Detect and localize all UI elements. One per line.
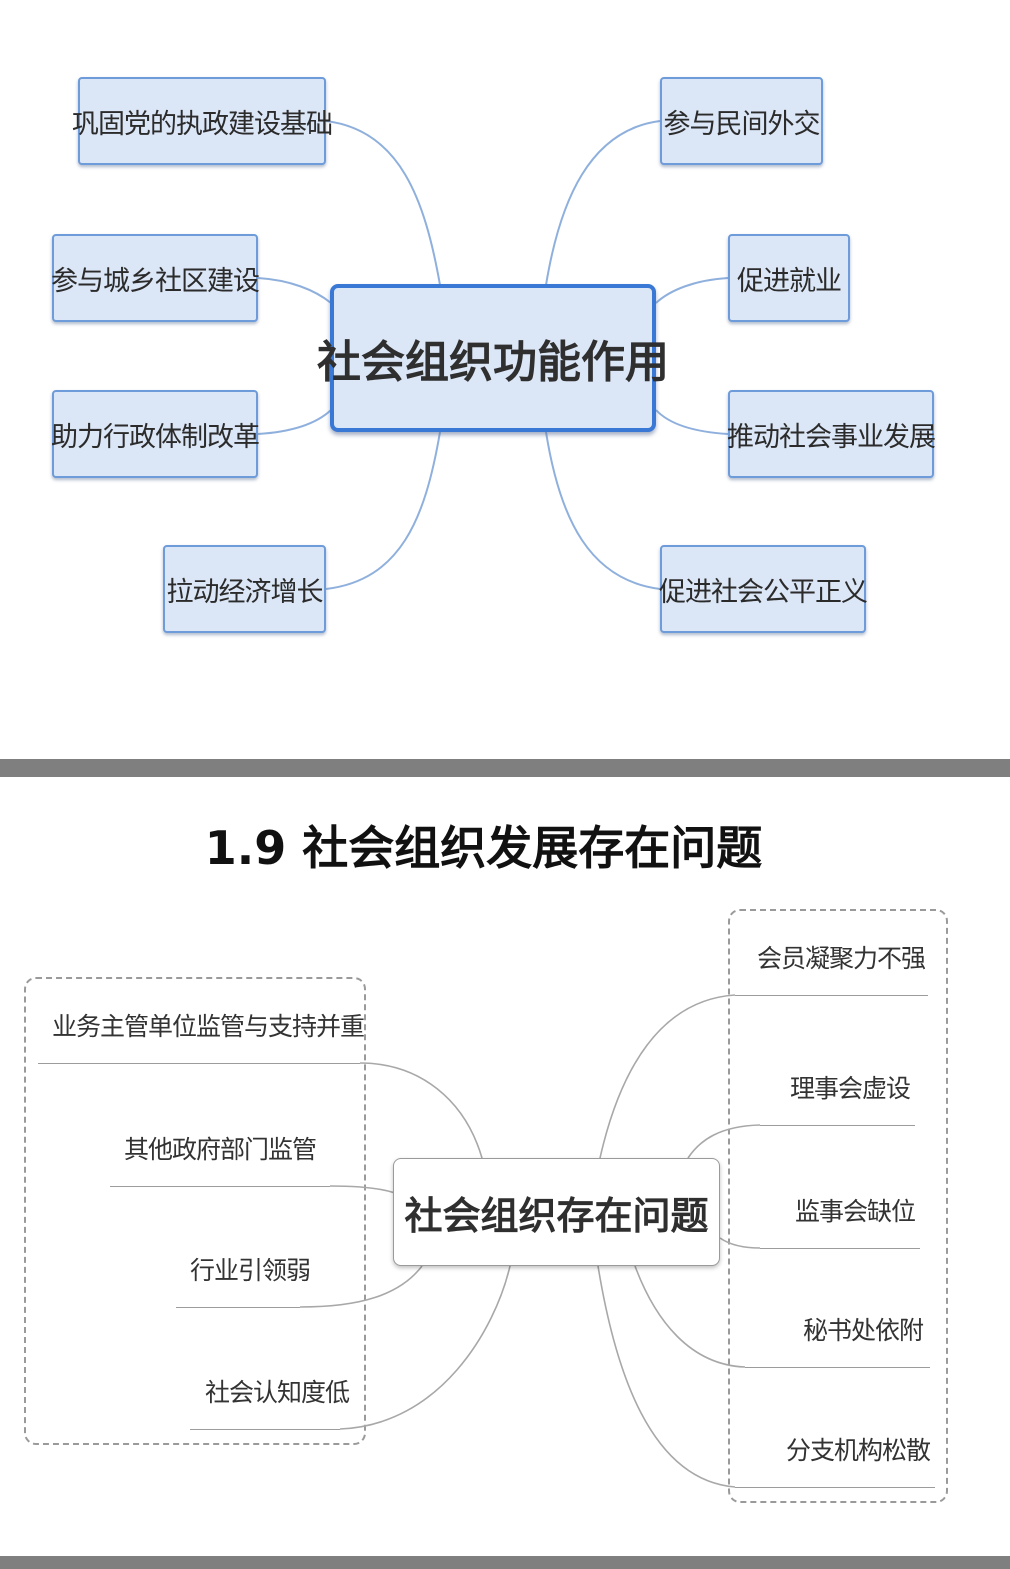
problem-weak-industry-lead: 行业引领弱 xyxy=(190,1256,311,1285)
problem-other-gov-supervision: 其他政府部门监管 xyxy=(124,1135,317,1164)
section-separator-top xyxy=(0,759,1010,777)
connector-problem-right-2 xyxy=(687,1124,761,1159)
function-map-connectors xyxy=(257,120,729,590)
connector-left-3 xyxy=(257,409,332,435)
center-node-problems: 社会组织存在问题 xyxy=(393,1158,720,1266)
connector-problem-right-1 xyxy=(599,994,736,1159)
connector-problem-right-3 xyxy=(719,1237,761,1249)
problem-missing-supervisors: 监事会缺位 xyxy=(795,1197,916,1226)
underline-problem-left-2 xyxy=(110,1186,330,1187)
problem-loose-branches: 分支机构松散 xyxy=(786,1436,931,1465)
node-employment: 促进就业 xyxy=(728,234,850,322)
section-separator-bottom xyxy=(0,1556,1010,1569)
problem-supervision-support: 业务主管单位监管与支持并重 xyxy=(52,1012,365,1041)
underline-problem-left-3 xyxy=(176,1307,300,1308)
underline-problem-right-2 xyxy=(760,1125,915,1126)
underline-problem-right-4 xyxy=(745,1367,930,1368)
connector-left-2 xyxy=(257,277,332,304)
right-group-frame xyxy=(728,909,948,1503)
problem-member-cohesion: 会员凝聚力不强 xyxy=(757,944,926,973)
node-consolidate-party-foundation: 巩固党的执政建设基础 xyxy=(72,77,333,165)
problem-dependent-secretariat: 秘书处依附 xyxy=(803,1316,924,1345)
connector-problem-right-5 xyxy=(597,1265,736,1488)
connector-right-4 xyxy=(545,431,661,590)
left-group-frame xyxy=(24,977,366,1445)
connector-problem-right-4 xyxy=(634,1265,746,1368)
node-people-diplomacy: 参与民间外交 xyxy=(660,77,823,165)
node-social-justice: 促进社会公平正义 xyxy=(659,545,868,633)
underline-problem-right-5 xyxy=(735,1487,935,1488)
node-community-building: 参与城乡社区建设 xyxy=(51,234,260,322)
connector-right-1 xyxy=(545,120,661,286)
problems-section-title: 1.9 社会组织发展存在问题 xyxy=(204,821,763,875)
connector-problem-left-3 xyxy=(299,1265,423,1308)
node-social-undertakings: 推动社会事业发展 xyxy=(727,390,936,478)
node-economic-growth: 拉动经济增长 xyxy=(163,545,326,633)
connector-problem-left-1 xyxy=(359,1062,483,1159)
connector-problem-left-4 xyxy=(339,1265,511,1430)
problem-nominal-council: 理事会虚设 xyxy=(790,1074,911,1103)
node-admin-reform: 助力行政体制改革 xyxy=(51,390,260,478)
underline-problem-right-1 xyxy=(735,995,928,996)
center-node-functions: 社会组织功能作用 xyxy=(317,284,669,432)
problem-low-public-awareness: 社会认知度低 xyxy=(205,1378,350,1407)
underline-problem-left-1 xyxy=(38,1063,360,1064)
underline-problem-left-4 xyxy=(190,1429,340,1430)
connector-left-4 xyxy=(325,431,441,590)
connector-right-2 xyxy=(655,277,729,304)
connector-problem-left-2 xyxy=(329,1185,396,1194)
underline-problem-right-3 xyxy=(760,1248,920,1249)
connector-left-1 xyxy=(325,120,441,286)
connector-right-3 xyxy=(655,409,729,435)
